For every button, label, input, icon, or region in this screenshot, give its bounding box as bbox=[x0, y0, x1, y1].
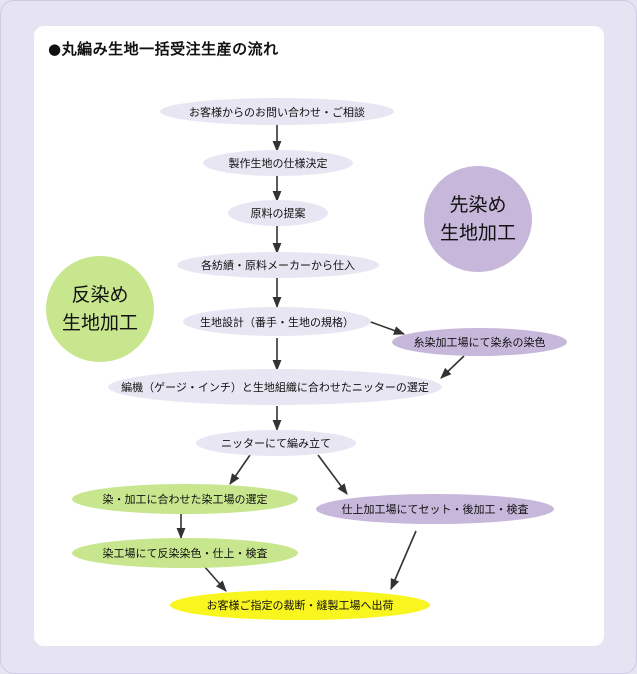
step-knitting: ニッターにて編み立て bbox=[196, 430, 356, 456]
arrow-finishing-shipping bbox=[390, 530, 417, 591]
step-inquiry: お客様からのお問い合わせ・ご相談 bbox=[160, 98, 394, 125]
pre-dye-badge-line2: 生地加工 bbox=[439, 222, 516, 244]
step-material: 原料の提案 bbox=[228, 200, 328, 226]
pre-dye-badge-line1: 先染め bbox=[449, 194, 507, 216]
pre-dye-badge: 先染め 生地加工 bbox=[424, 166, 532, 272]
step-piece-dyeing: 染工場にて反染染色・仕上・検査 bbox=[72, 538, 298, 568]
step-shipping: お客様ご指定の裁断・縫製工場へ出荷 bbox=[170, 590, 430, 620]
piece-dye-badge-line1: 反染め bbox=[71, 284, 129, 306]
step-spec: 製作生地の仕様決定 bbox=[203, 150, 353, 176]
step-purchase: 各紡績・原料メーカーから仕入 bbox=[177, 252, 379, 278]
arrow-yarndye-knitter bbox=[440, 355, 465, 379]
page-title: ●丸編み生地一括受注生産の流れ bbox=[48, 40, 279, 58]
arrow-design-yarndye bbox=[367, 320, 406, 335]
step-design: 生地設計（番手・生地の規格） bbox=[183, 307, 371, 336]
piece-dye-badge: 反染め 生地加工 bbox=[46, 256, 154, 362]
step-finishing: 仕上加工場にてセット・後加工・検査 bbox=[316, 494, 554, 524]
step-yarn-dye: 糸染加工場にて染糸の染色 bbox=[392, 328, 567, 356]
arrow-piecedyeing-shipping bbox=[203, 565, 227, 592]
step-dye-select: 染・加工に合わせた染工場の選定 bbox=[72, 484, 298, 514]
arrow-knitting-finishing bbox=[317, 454, 348, 495]
step-knitter: 編機（ゲージ・インチ）と生地組織に合わせたニッターの選定 bbox=[108, 369, 442, 405]
arrow-knitting-dyeselect bbox=[229, 454, 251, 485]
piece-dye-badge-line2: 生地加工 bbox=[61, 312, 138, 334]
